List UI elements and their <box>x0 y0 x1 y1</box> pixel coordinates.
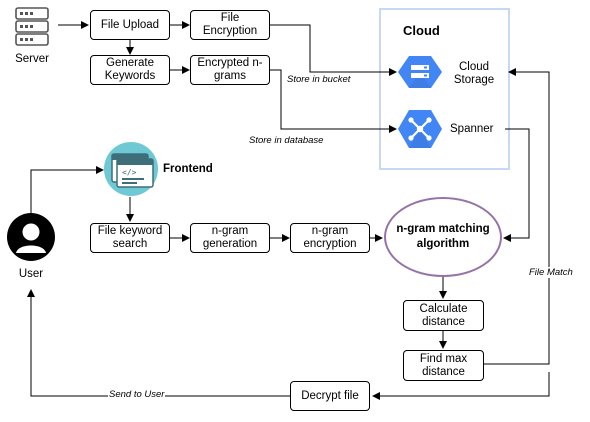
store-in-bucket-label: Store in bucket <box>286 74 352 85</box>
cloud-storage-tile <box>398 50 442 94</box>
edge-storage-decrypt <box>372 372 550 400</box>
encrypted-ngrams-box: Encrypted n-grams <box>190 55 270 85</box>
edge-ngrams-spanner <box>270 69 397 133</box>
decrypt-file-box: Decrypt file <box>290 381 370 411</box>
edge-decrypt-user <box>27 289 290 397</box>
spanner-tile <box>398 107 442 151</box>
edge-user-frontend <box>30 166 104 213</box>
algorithm-label: n-gram matching algorithm <box>396 223 490 250</box>
frontend-label: Frontend <box>163 163 213 175</box>
frontend-browser-icon: </> <box>104 142 158 196</box>
server-label: Server <box>15 53 49 65</box>
ngram-encryption-box: n-gram encryption <box>290 223 370 253</box>
store-in-database-label: Store in database <box>248 135 325 146</box>
server-icon <box>15 7 49 46</box>
user-avatar-icon <box>7 213 55 261</box>
spanner-icon <box>398 110 442 148</box>
file-keyword-search-box: File keyword search <box>90 223 170 253</box>
edge-spanner-algorithm <box>503 128 530 242</box>
cloud-title: Cloud <box>403 23 440 38</box>
edge-findmax-storage <box>484 68 550 365</box>
ngram-matching-algorithm-node: n-gram matching algorithm <box>384 197 502 277</box>
find-max-distance-box: Find max distance <box>403 350 484 381</box>
generate-keywords-box: Generate Keywords <box>90 55 170 85</box>
user-label: User <box>18 268 44 280</box>
send-to-user-label: Send to User <box>108 389 166 400</box>
file-upload-box: File Upload <box>90 10 170 40</box>
file-match-label: File Match <box>528 267 574 278</box>
cloud-storage-label: Cloud Storage <box>453 61 495 86</box>
calculate-distance-box: Calculate distance <box>403 300 484 331</box>
edge-encryption-storage <box>270 24 397 76</box>
file-encryption-box: File Encryption <box>190 10 270 40</box>
ngram-generation-box: n-gram generation <box>190 223 270 253</box>
spanner-label: Spanner <box>450 123 494 135</box>
svg-text:</>: </> <box>122 168 137 177</box>
cloud-storage-icon <box>398 56 442 88</box>
